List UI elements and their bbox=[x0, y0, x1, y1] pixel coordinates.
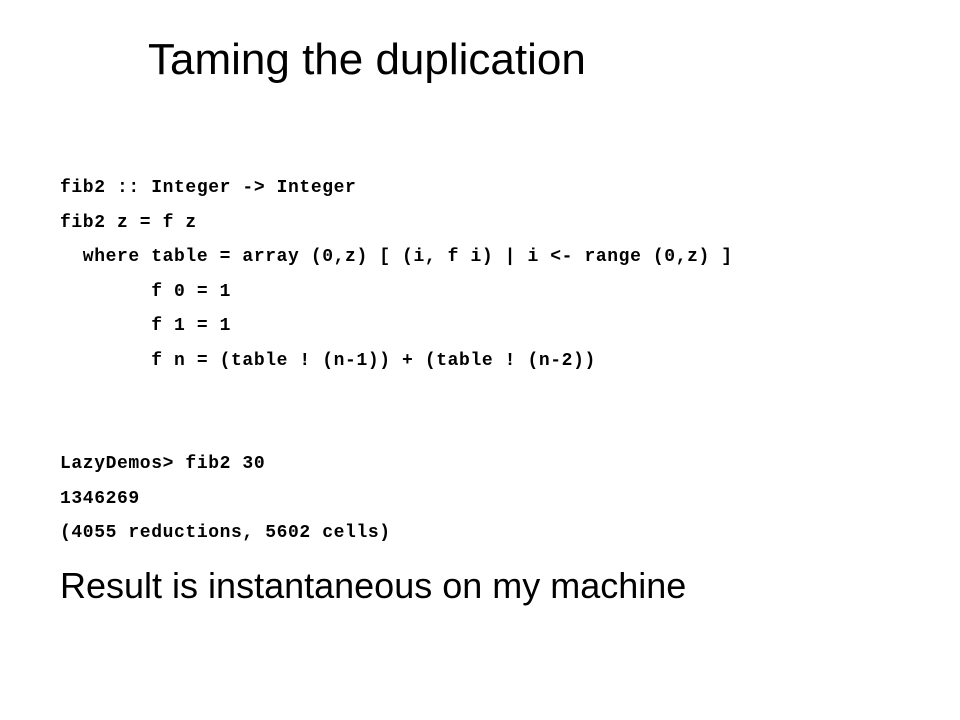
session-prompt: LazyDemos> fib2 30 bbox=[60, 454, 266, 474]
code-listing: fib2 :: Integer -> Integer fib2 z = f z … bbox=[60, 171, 733, 378]
code-line-recursive-case: f n = (table ! (n-1)) + (table ! (n-2)) bbox=[60, 350, 596, 371]
code-line-where-table: where table = array (0,z) [ (i, f i) | i… bbox=[60, 247, 733, 267]
code-line-base-case-0: f 0 = 1 bbox=[60, 281, 232, 302]
session-output-value: 1346269 bbox=[60, 488, 140, 509]
slide-title: Taming the duplication bbox=[148, 35, 586, 84]
code-line-base-case-1: f 1 = 1 bbox=[60, 316, 232, 336]
result-statement: Result is instantaneous on my machine bbox=[60, 565, 687, 606]
session-statistics: (4055 reductions, 5602 cells) bbox=[60, 523, 391, 543]
interpreter-session: LazyDemos> fib2 30 1346269 (4055 reducti… bbox=[60, 447, 391, 551]
code-line-type-signature: fib2 :: Integer -> Integer bbox=[60, 178, 357, 198]
code-line-definition: fib2 z = f z bbox=[60, 212, 197, 233]
